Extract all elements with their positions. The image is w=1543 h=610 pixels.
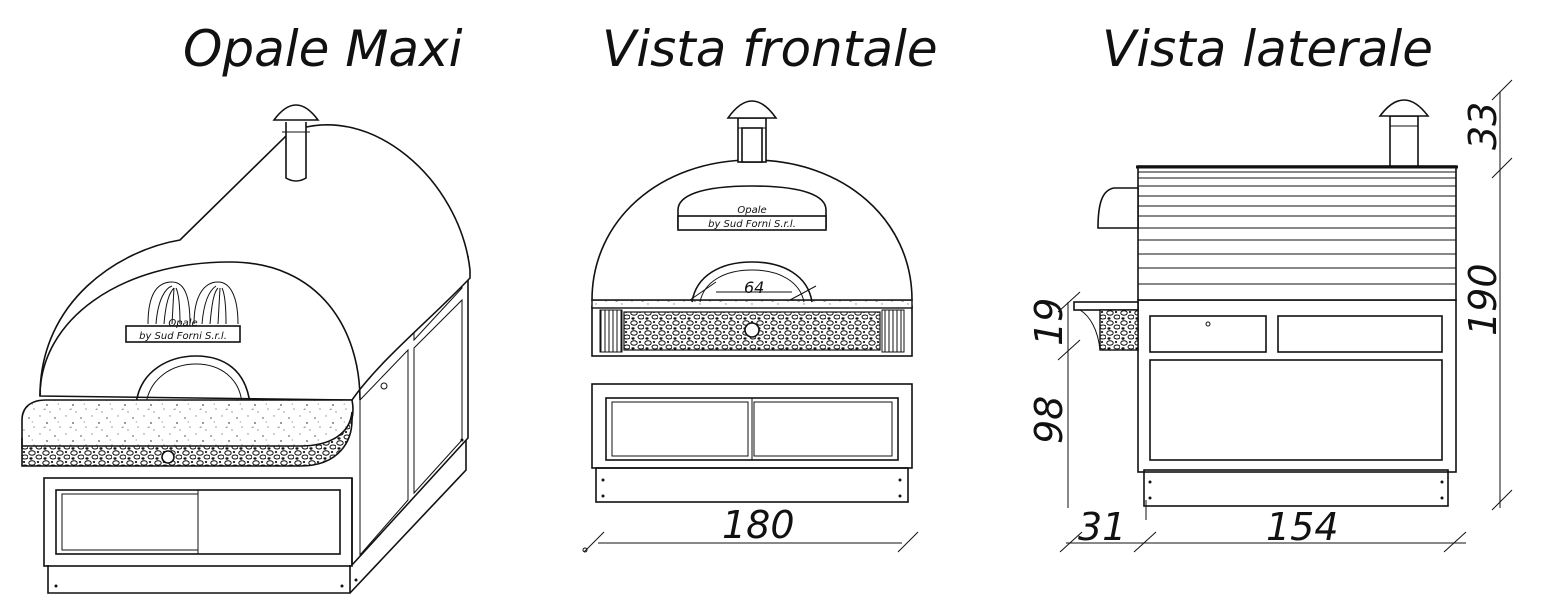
- dim-depth-label: 154: [1266, 505, 1339, 549]
- dim-mouth-label: 64: [744, 278, 764, 297]
- perspective-logo-line1: Opale: [168, 318, 197, 329]
- title-perspective: Opale Maxi: [183, 20, 463, 78]
- dim-width-label: 180: [722, 503, 795, 547]
- title-side-view: Vista laterale: [1102, 20, 1433, 78]
- side-view-oven: 31 154 33 190 98 19: [1027, 79, 1513, 553]
- dim-worktop-height-label: 98: [1027, 396, 1071, 444]
- front-logo-line1: Opale: [737, 205, 766, 216]
- dim-chimney-label: 33: [1461, 102, 1505, 150]
- perspective-logo-line2: by Sud Forni S.r.l.: [139, 331, 227, 342]
- dim-total-height-label: 190: [1461, 263, 1505, 336]
- front-view-oven: Opale by Sud Forni S.r.l. 64 180: [582, 100, 919, 553]
- dim-shelf-thickness-label: 19: [1027, 298, 1071, 346]
- perspective-oven: Opale by Sud Forni S.r.l.: [21, 104, 471, 594]
- front-logo-line2: by Sud Forni S.r.l.: [708, 219, 796, 230]
- title-front-view: Vista frontale: [602, 20, 938, 78]
- dim-shelf-depth-label: 31: [1078, 505, 1126, 549]
